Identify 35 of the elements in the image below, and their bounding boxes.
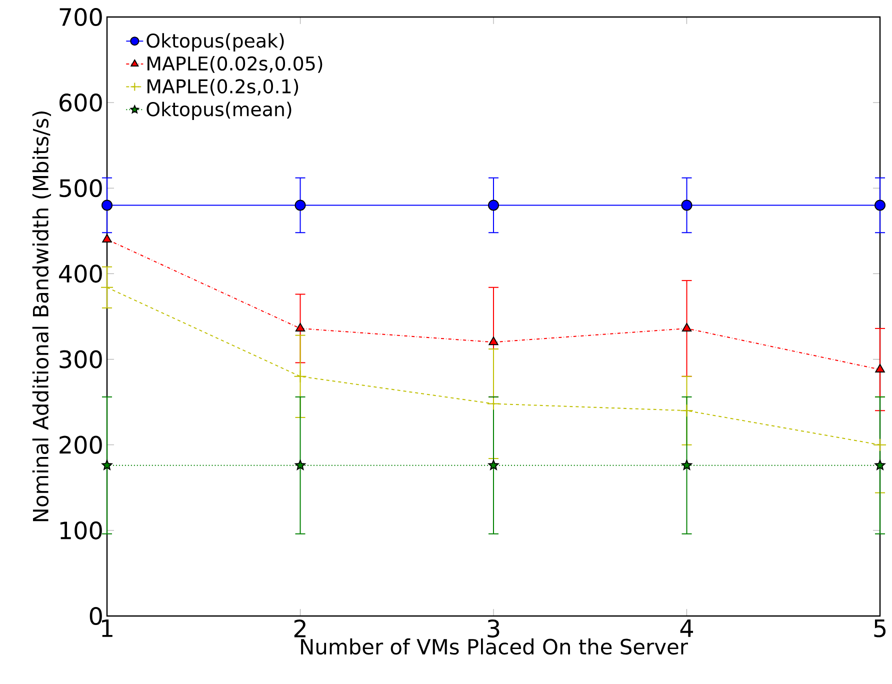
legend-label: Oktopus(peak) bbox=[146, 33, 284, 52]
y-tick-label: 100 bbox=[60, 521, 102, 540]
legend-label: Oktopus(mean) bbox=[146, 102, 292, 120]
point bbox=[102, 200, 113, 211]
point bbox=[294, 200, 306, 211]
x-tick-label: 4 bbox=[680, 620, 694, 637]
point bbox=[294, 370, 307, 383]
y-tick-label: 400 bbox=[59, 264, 102, 283]
point bbox=[295, 322, 306, 332]
point bbox=[682, 460, 692, 470]
point bbox=[487, 397, 500, 410]
point bbox=[681, 200, 692, 211]
point bbox=[488, 200, 500, 211]
y-tick-label: 300 bbox=[60, 350, 102, 368]
x-axis-title: Number of VMs Placed On the Server bbox=[301, 638, 688, 655]
legend-label: MAPLE(0.02s,0.05) bbox=[148, 56, 322, 73]
point bbox=[295, 460, 306, 470]
point bbox=[874, 438, 887, 452]
x-tick-label: 1 bbox=[102, 620, 112, 637]
point bbox=[488, 460, 499, 470]
x-tick-label: 5 bbox=[874, 620, 886, 638]
point bbox=[102, 460, 112, 470]
y-tick-label: 700 bbox=[60, 8, 102, 26]
y-tick-label: 500 bbox=[60, 179, 102, 198]
y-tick-label: 0 bbox=[90, 606, 102, 626]
point bbox=[488, 336, 498, 346]
x-tick-label: 2 bbox=[294, 620, 306, 638]
y-tick-label: 200 bbox=[60, 436, 102, 454]
legend-label: MAPLE(0.2s,0.1) bbox=[148, 78, 298, 96]
point bbox=[102, 234, 112, 242]
point bbox=[682, 322, 692, 332]
point bbox=[680, 404, 694, 418]
x-tick-label: 3 bbox=[488, 620, 500, 638]
y-axis-title: Nominal Additional Bandwidth (Mbits/s) bbox=[32, 112, 52, 522]
y-tick-label: 600 bbox=[60, 94, 102, 112]
